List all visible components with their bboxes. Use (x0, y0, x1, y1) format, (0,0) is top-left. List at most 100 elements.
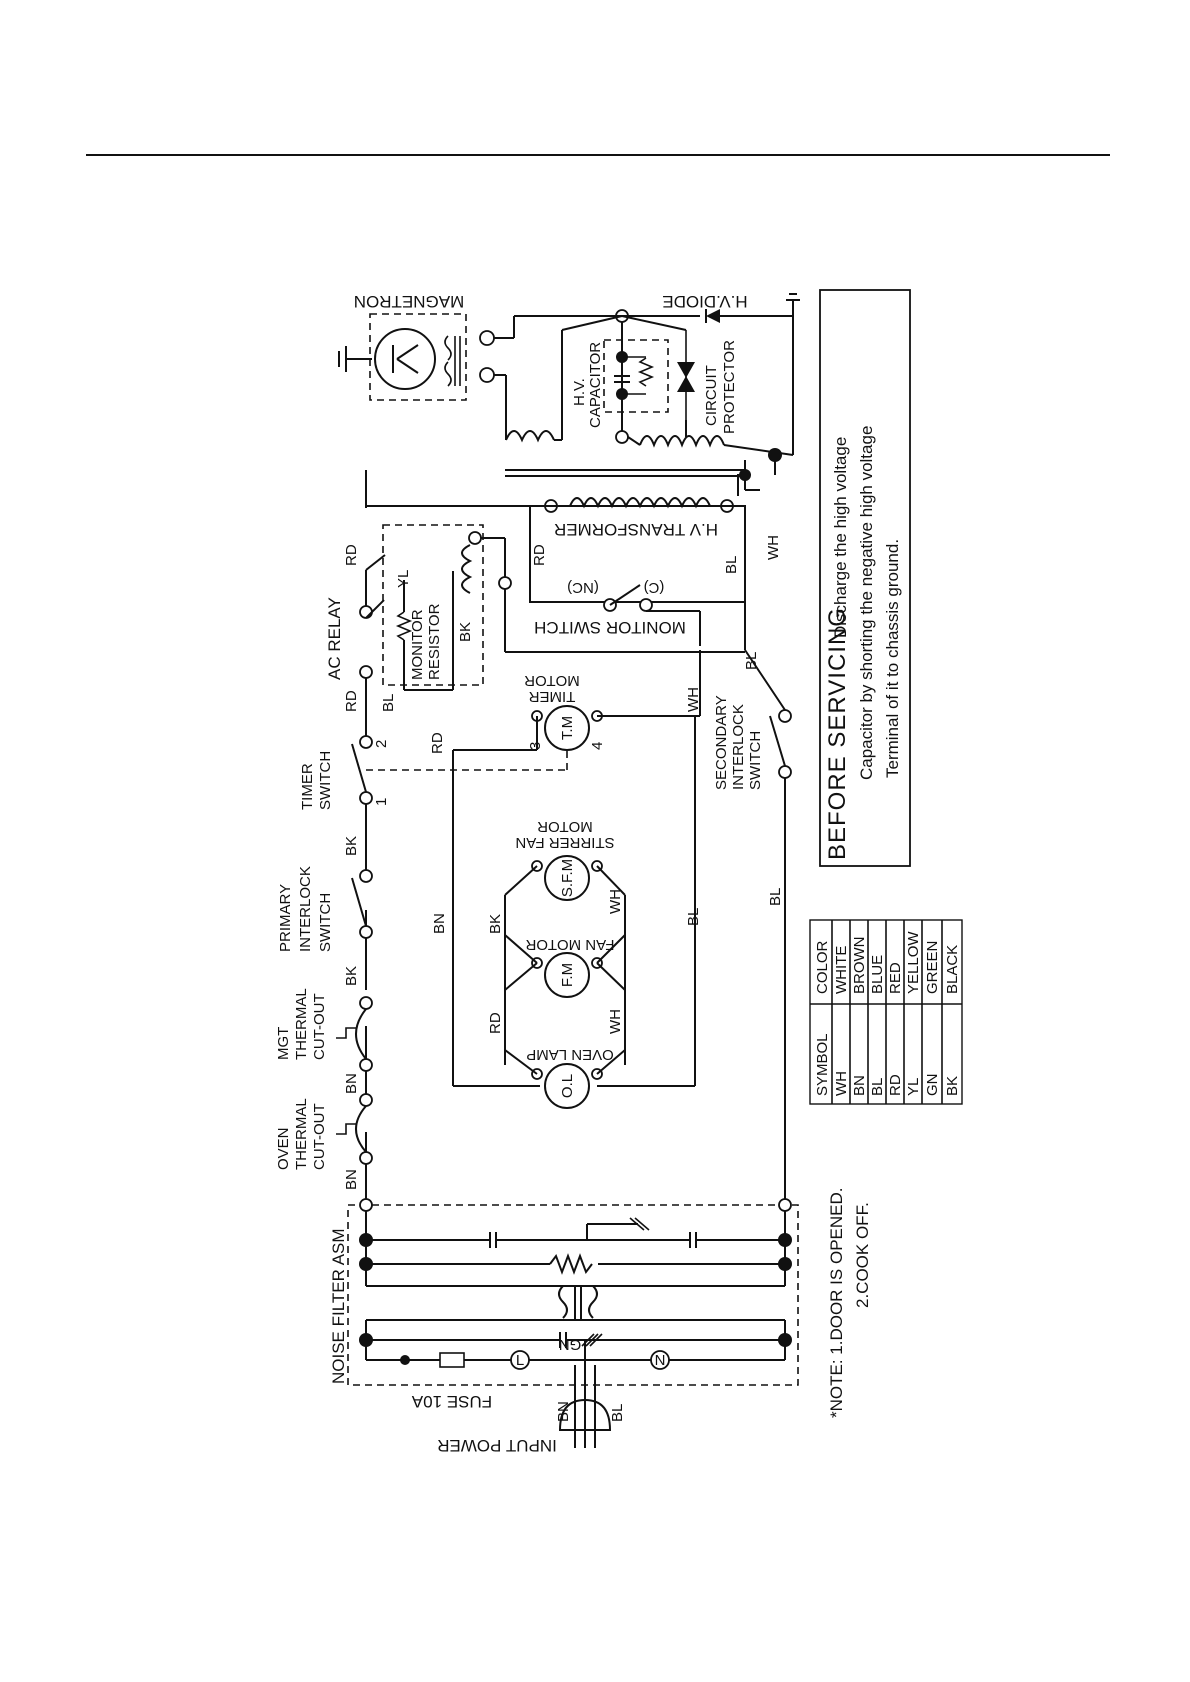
table-header-color: COLOR (814, 940, 831, 994)
fuse-label: FUSE 10A (411, 1392, 492, 1411)
monitor-switch: (NC) (C) MONITOR SWITCH (529, 505, 746, 650)
monitor-resistor-label-1: MONITOR (409, 609, 426, 680)
servicing-line-1: Discharge the high voltage (831, 437, 850, 638)
wire-bn-2: BN (343, 1073, 360, 1094)
oven-lamp: O.L OVEN LAMP (504, 1046, 626, 1109)
timer-motor-label-2: MOTOR (524, 672, 580, 689)
monitor-resistor-label-2: RESISTOR (426, 603, 443, 680)
before-servicing-title: BEFORE SERVICING (824, 607, 851, 860)
hv-capacitor-label-1: H.V. (571, 378, 588, 406)
circuit-protector-label-1: CIRCUIT (703, 365, 720, 426)
noise-filter-label: NOISE FILTER ASM (329, 1228, 348, 1384)
timer-motor-label-1: TIMER (529, 688, 576, 705)
servicing-line-3: Terminal of it to chassis ground. (883, 539, 902, 778)
table-header-symbol: SYMBOL (814, 1033, 831, 1096)
table-cell-rd-sym: RD (887, 1074, 904, 1096)
timer-switch-label-2: SWITCH (317, 751, 334, 810)
input-power-label: INPUT POWER (437, 1436, 557, 1455)
oven-thermal-cutout: OVEN THERMAL CUT-OUT (275, 1093, 373, 1170)
stirrer-fan-motor: S.F.M STIRRER FAN MOTOR (504, 818, 626, 901)
table-cell-rd-col: RED (887, 962, 904, 994)
wire-wh-3: WH (607, 889, 624, 914)
before-servicing-box: BEFORE SERVICING Discharge the high volt… (819, 289, 911, 867)
table-cell-yl-col: YELLOW (905, 931, 922, 994)
wire-bl-5: BL (767, 888, 784, 906)
secondary-interlock-label-1: SECONDARY (713, 695, 730, 790)
oven-cutout-label-2: THERMAL (293, 1098, 310, 1170)
line-terminal: L (516, 1352, 524, 1369)
wire-bk-1: BK (457, 622, 474, 642)
wire-wh-4: WH (607, 1009, 624, 1034)
table-cell-bl-col: BLUE (869, 955, 886, 994)
circuit-protector-label-2: PROTECTOR (721, 340, 738, 434)
servicing-line-2: Capacitor by shorting the negative high … (857, 426, 876, 780)
secondary-interlock-switch: SECONDARY INTERLOCK SWITCH (713, 649, 792, 1205)
hv-diode-label: H.V.DIODE (662, 292, 747, 311)
wire-rd-1: RD (343, 544, 360, 566)
wire-wh-1: WH (765, 535, 782, 560)
oven-cutout-label-3: CUT-OUT (311, 1103, 328, 1170)
magnetron-label: MAGNETRON (354, 292, 465, 311)
input-power: INPUT POWER (437, 1340, 612, 1455)
terminal-1: 1 (373, 798, 390, 806)
hv-capacitor-label-2: CAPACITOR (587, 342, 604, 428)
hv-transformer-label: H.V TRANSFORMER (554, 520, 718, 539)
rd-top-wire (365, 470, 545, 508)
timer-switch-label-1: TIMER (299, 763, 316, 810)
timer-motor: T.M TIMER MOTOR 3 4 (524, 672, 606, 751)
table-cell-gn-col: GREEN (924, 941, 941, 994)
primary-interlock-label-2: INTERLOCK (297, 866, 314, 952)
secondary-interlock-label-2: INTERLOCK (730, 704, 747, 790)
nc-label: (NC) (567, 579, 599, 596)
table-cell-wh-sym: WH (833, 1071, 850, 1096)
mgt-thermal-cutout: MGT THERMAL CUT-OUT (275, 988, 373, 1072)
notes: *NOTE: 1.DOOR IS OPENED. 2.COOK OFF. (827, 1188, 872, 1419)
wire-bl-6: BL (609, 1404, 626, 1422)
table-cell-bl-sym: BL (869, 1078, 886, 1096)
table-cell-bn-col: BROWN (851, 937, 868, 995)
sfm-label-2: MOTOR (537, 818, 593, 835)
wire-bl-1: BL (380, 694, 397, 712)
table-cell-wh-col: WHITE (833, 946, 850, 994)
sfm-label-1: STIRRER FAN (515, 834, 614, 851)
primary-interlock-label-3: SWITCH (317, 893, 334, 952)
oven-cutout-label-1: OVEN (275, 1127, 292, 1170)
gn-label: GN (559, 1336, 582, 1353)
wire-wh-2: WH (685, 687, 702, 712)
oven-lamp-label: OVEN LAMP (526, 1046, 614, 1063)
wire-bk-4: BK (343, 966, 360, 986)
monitor-switch-label: MONITOR SWITCH (534, 618, 686, 637)
header-rule (86, 154, 1110, 156)
table-cell-bn-sym: BN (851, 1075, 868, 1096)
hv-diode: H.V.DIODE (662, 292, 800, 323)
terminal-3: 3 (527, 742, 544, 750)
sfm-label: S.F.M (559, 859, 576, 897)
color-code-table: SYMBOL COLOR WH WHITE BN BROWN BL BLUE R… (809, 919, 963, 1105)
wire-bn-1: BN (431, 913, 448, 934)
fan-motor-label: FAN MOTOR (525, 936, 614, 953)
terminal-4: 4 (589, 742, 606, 750)
note-line-1: *NOTE: 1.DOOR IS OPENED. (827, 1188, 846, 1419)
ac-relay-label: AC RELAY (325, 597, 344, 680)
mgt-label-1: MGT (275, 1027, 292, 1060)
hv-wiring (494, 315, 794, 496)
fan-motor: F.M FAN MOTOR (504, 895, 626, 1065)
load-loop (452, 650, 701, 1087)
wire-bl-3: BL (743, 652, 760, 670)
timer-switch: 2 1 TIMER SWITCH (299, 735, 568, 810)
fm-label: F.M (559, 963, 576, 987)
noise-filter: L N GN NOISE FILTER ASM FUSE 10A (329, 1198, 799, 1411)
primary-interlock-label-1: PRIMARY (277, 884, 294, 952)
wire-bl-4: BL (685, 908, 702, 926)
primary-interlock-switch: PRIMARY INTERLOCK SWITCH (277, 866, 373, 952)
table-cell-yl-sym: YL (905, 1078, 922, 1096)
table-cell-bk-sym: BK (944, 1076, 961, 1096)
wire-yl: YL (395, 570, 412, 588)
wire-rd-3: RD (531, 544, 548, 566)
wire-labels: RD RD BL YL BK RD BL WH BL WH RD BK BN B… (343, 535, 784, 1422)
wire-bk-2: BK (343, 836, 360, 856)
table-cell-bk-col: BLACK (944, 945, 961, 994)
magnetron: MAGNETRON (338, 292, 495, 401)
wire-bn-4: BN (555, 1401, 572, 1422)
